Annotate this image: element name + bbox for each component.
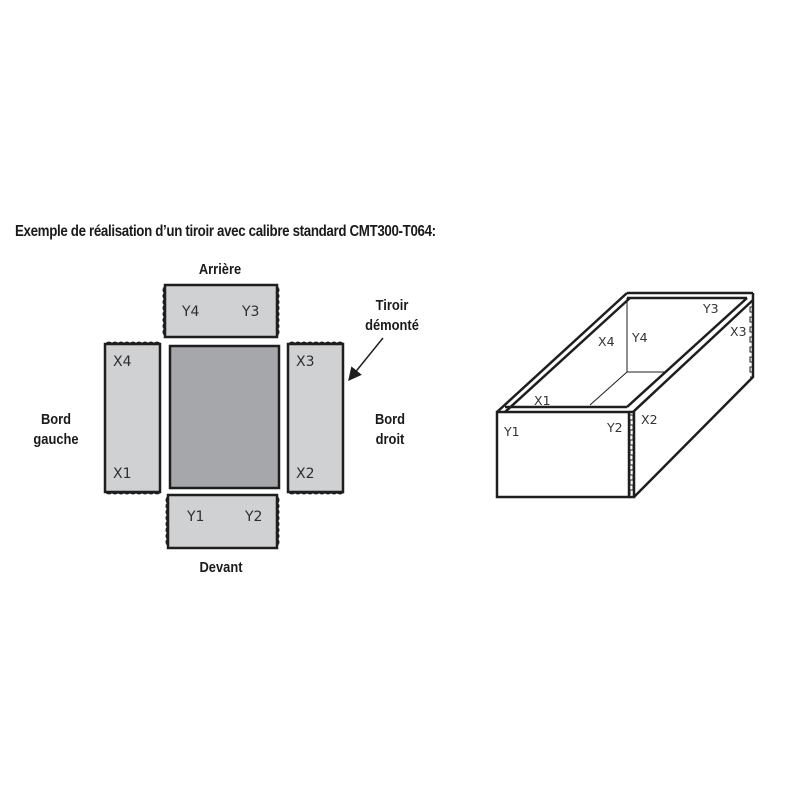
exploded-view: Y4 Y3 X4 X1 X3 X2 Y1 Y2 (103, 283, 384, 550)
back-panel: Y4 Y3 (162, 283, 280, 339)
mark-3d-y3: Y3 (702, 301, 719, 316)
mark-x4: X4 (113, 354, 132, 370)
finger-joint-front-corner (629, 414, 634, 495)
finger-joint-right-edge (275, 496, 280, 546)
callout-line2: démonté (365, 317, 419, 334)
mark-3d-x3: X3 (730, 324, 747, 339)
left-panel: X4 X1 (103, 341, 162, 495)
callout-line1: Tiroir (375, 297, 409, 314)
mark-3d-x1: X1 (534, 393, 551, 408)
mark-y4: Y4 (181, 304, 200, 320)
finger-joint-left-edge (162, 286, 167, 336)
left-side-label-line2: gauche (33, 431, 79, 448)
mark-3d-x2: X2 (641, 412, 658, 427)
drawer-bottom-panel (168, 344, 281, 490)
back-panel-label: Arrière (198, 261, 242, 278)
diagram-title: Exemple de réalisation d’un tiroir avec … (15, 223, 436, 240)
finger-joint-back-corner (749, 301, 754, 378)
mark-3d-y2: Y2 (606, 420, 623, 435)
finger-joint-top-edge (105, 341, 161, 346)
mark-y3: Y3 (241, 304, 259, 320)
right-side-label-line2: droit (375, 431, 405, 448)
front-panel: Y1 Y2 (165, 493, 280, 550)
left-side-label-line1: Bord (40, 411, 72, 428)
back-wall-rim (627, 291, 753, 300)
left-side-label: Bord gauche (26, 410, 86, 450)
mark-y2: Y2 (244, 509, 262, 525)
finger-joint-bottom-edge (288, 490, 344, 495)
finger-joint-bottom-edge (105, 490, 161, 495)
mark-x2: X2 (296, 466, 315, 482)
right-side-label: Bord droit (360, 410, 420, 450)
right-panel: X3 X2 (286, 341, 345, 495)
disassembled-callout-label: Tiroir démonté (352, 296, 432, 336)
left-wall-rim (496, 292, 631, 413)
front-panel-label: Devant (199, 559, 243, 576)
mark-3d-x4: X4 (598, 334, 615, 349)
assembled-view: Y1 Y2 X2 X1 X4 Y4 Y3 X3 (495, 291, 755, 499)
inner-floor-edge (589, 371, 628, 406)
mark-x3: X3 (296, 354, 315, 370)
front-face (495, 410, 631, 499)
finger-joint-left-edge (165, 496, 170, 546)
finger-joint-right-edge (275, 286, 280, 336)
mark-3d-y1: Y1 (503, 424, 520, 439)
mark-y1: Y1 (186, 509, 204, 525)
right-side-label-line1: Bord (374, 411, 406, 428)
callout-arrow-icon (348, 337, 384, 382)
finger-joint-top-edge (288, 341, 344, 346)
mark-3d-y4: Y4 (631, 330, 648, 345)
right-wall-rim (626, 297, 754, 413)
mark-x1: X1 (113, 466, 132, 482)
